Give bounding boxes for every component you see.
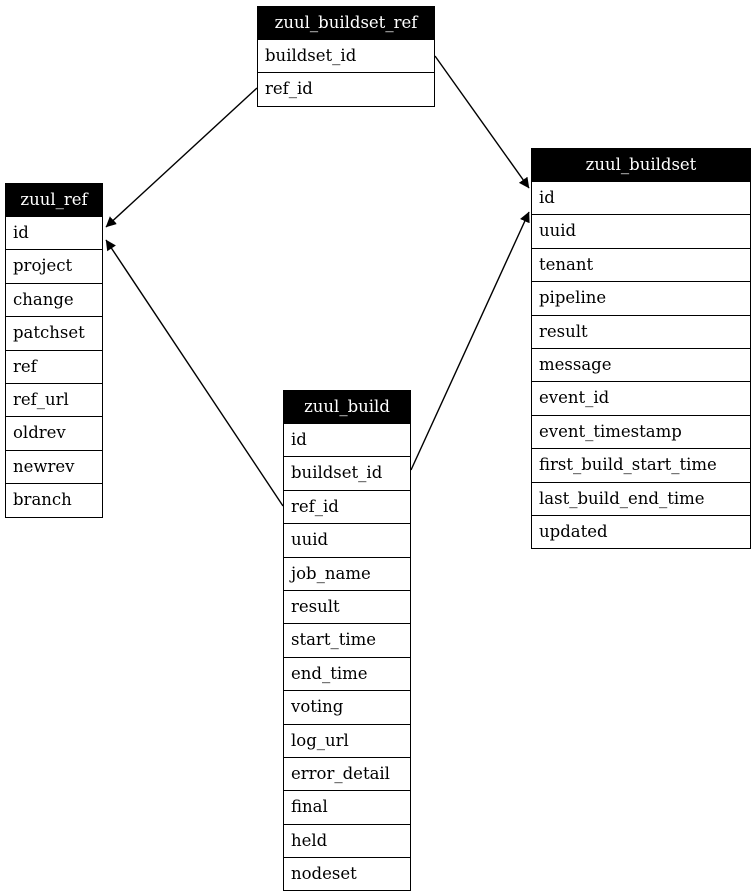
entity-title-zuul_ref: zuul_ref xyxy=(6,184,102,216)
edge-build-to-ref xyxy=(105,239,284,507)
column-message[interactable]: message xyxy=(532,347,750,382)
edge-buildset_ref-to-ref xyxy=(105,87,258,228)
column-log_url[interactable]: log_url xyxy=(284,723,410,757)
column-uuid[interactable]: uuid xyxy=(532,214,750,248)
column-error_detail[interactable]: error_detail xyxy=(284,756,410,791)
entity-zuul_buildset_ref[interactable]: zuul_buildset_ref buildset_id ref_id xyxy=(257,6,435,107)
column-ref_id[interactable]: ref_id xyxy=(258,72,434,106)
column-result[interactable]: result xyxy=(284,589,410,624)
entity-columns-zuul_ref: id project change patchset ref ref_url o… xyxy=(6,216,102,517)
entity-columns-zuul_build: id buildset_id ref_id uuid job_name resu… xyxy=(284,423,410,891)
column-held[interactable]: held xyxy=(284,823,410,858)
entity-zuul_ref[interactable]: zuul_ref id project change patchset ref … xyxy=(5,183,103,518)
column-ref[interactable]: ref xyxy=(6,349,102,383)
column-patchset[interactable]: patchset xyxy=(6,316,102,350)
column-result[interactable]: result xyxy=(532,314,750,348)
column-job_name[interactable]: job_name xyxy=(284,556,410,590)
entity-title-zuul_buildset_ref: zuul_buildset_ref xyxy=(258,7,434,39)
entity-zuul_build[interactable]: zuul_build id buildset_id ref_id uuid jo… xyxy=(283,390,411,892)
column-event_id[interactable]: event_id xyxy=(532,381,750,415)
column-tenant[interactable]: tenant xyxy=(532,247,750,282)
column-pipeline[interactable]: pipeline xyxy=(532,281,750,315)
column-first_build_start_time[interactable]: first_build_start_time xyxy=(532,448,750,482)
entity-zuul_buildset[interactable]: zuul_buildset id uuid tenant pipeline re… xyxy=(531,148,751,550)
column-oldrev[interactable]: oldrev xyxy=(6,416,102,450)
column-project[interactable]: project xyxy=(6,249,102,283)
column-buildset_id[interactable]: buildset_id xyxy=(284,456,410,490)
column-start_time[interactable]: start_time xyxy=(284,623,410,657)
column-id[interactable]: id xyxy=(6,216,102,250)
column-final[interactable]: final xyxy=(284,790,410,824)
column-voting[interactable]: voting xyxy=(284,690,410,724)
column-id[interactable]: id xyxy=(532,181,750,215)
edge-buildset_ref-to-buildset xyxy=(434,55,530,189)
column-branch[interactable]: branch xyxy=(6,483,102,517)
entity-title-zuul_build: zuul_build xyxy=(284,391,410,423)
column-last_build_end_time[interactable]: last_build_end_time xyxy=(532,481,750,515)
column-change[interactable]: change xyxy=(6,282,102,317)
column-event_timestamp[interactable]: event_timestamp xyxy=(532,414,750,449)
entity-columns-zuul_buildset_ref: buildset_id ref_id xyxy=(258,39,434,106)
entity-columns-zuul_buildset: id uuid tenant pipeline result message e… xyxy=(532,181,750,549)
column-ref_url[interactable]: ref_url xyxy=(6,382,102,417)
edge-build-to-buildset xyxy=(410,211,530,471)
column-uuid[interactable]: uuid xyxy=(284,523,410,557)
column-end_time[interactable]: end_time xyxy=(284,656,410,691)
column-id[interactable]: id xyxy=(284,423,410,457)
entity-title-zuul_buildset: zuul_buildset xyxy=(532,149,750,181)
column-ref_id[interactable]: ref_id xyxy=(284,489,410,524)
column-updated[interactable]: updated xyxy=(532,514,750,549)
column-nodeset[interactable]: nodeset xyxy=(284,857,410,891)
column-newrev[interactable]: newrev xyxy=(6,449,102,484)
column-buildset_id[interactable]: buildset_id xyxy=(258,39,434,73)
